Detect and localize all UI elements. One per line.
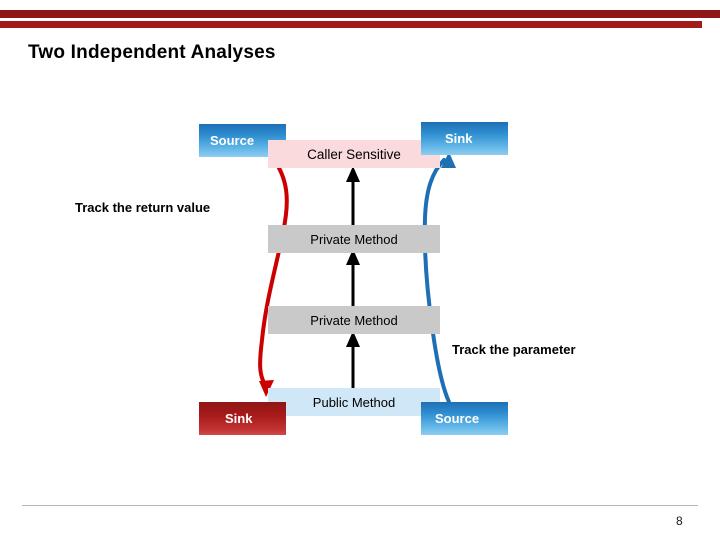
- blue-flow-path: [422, 152, 456, 404]
- box-sink-top: Sink: [421, 122, 508, 155]
- page-title: Two Independent Analyses: [28, 42, 276, 63]
- box-source-bottom-label: Source: [435, 411, 480, 426]
- footer-divider: [22, 505, 698, 506]
- red-flow-path: [258, 155, 289, 397]
- box-caller-sensitive: Caller Sensitive: [268, 140, 440, 168]
- annotation-track-parameter: Track the parameter: [452, 342, 576, 357]
- call-arrow-3: [346, 331, 360, 388]
- header-bar-gap: [0, 18, 720, 21]
- box-sink-bottom: Sink: [199, 402, 286, 435]
- box-public-method-label: Public Method: [312, 394, 396, 410]
- call-arrow-1: [346, 166, 360, 225]
- box-sink-top-label: Sink: [445, 131, 473, 146]
- box-source-top-label: Source: [210, 133, 255, 148]
- annotation-track-return-value: Track the return value: [75, 200, 211, 215]
- header-bar-cap: [702, 21, 720, 28]
- box-private-method-2-label: Private Method: [310, 312, 398, 328]
- box-private-method-2: Private Method: [268, 306, 440, 334]
- box-private-method-1-label: Private Method: [310, 231, 398, 247]
- box-source-bottom: Source: [421, 402, 508, 435]
- page-number: 8: [676, 514, 683, 528]
- header-bar-dark: [0, 10, 720, 18]
- box-sink-bottom-label: Sink: [225, 411, 253, 426]
- box-public-method: Public Method: [268, 388, 440, 416]
- box-private-method-1: Private Method: [268, 225, 440, 253]
- header-bar-red: [0, 21, 702, 28]
- call-arrow-2: [346, 249, 360, 306]
- box-caller-sensitive-label: Caller Sensitive: [307, 146, 401, 162]
